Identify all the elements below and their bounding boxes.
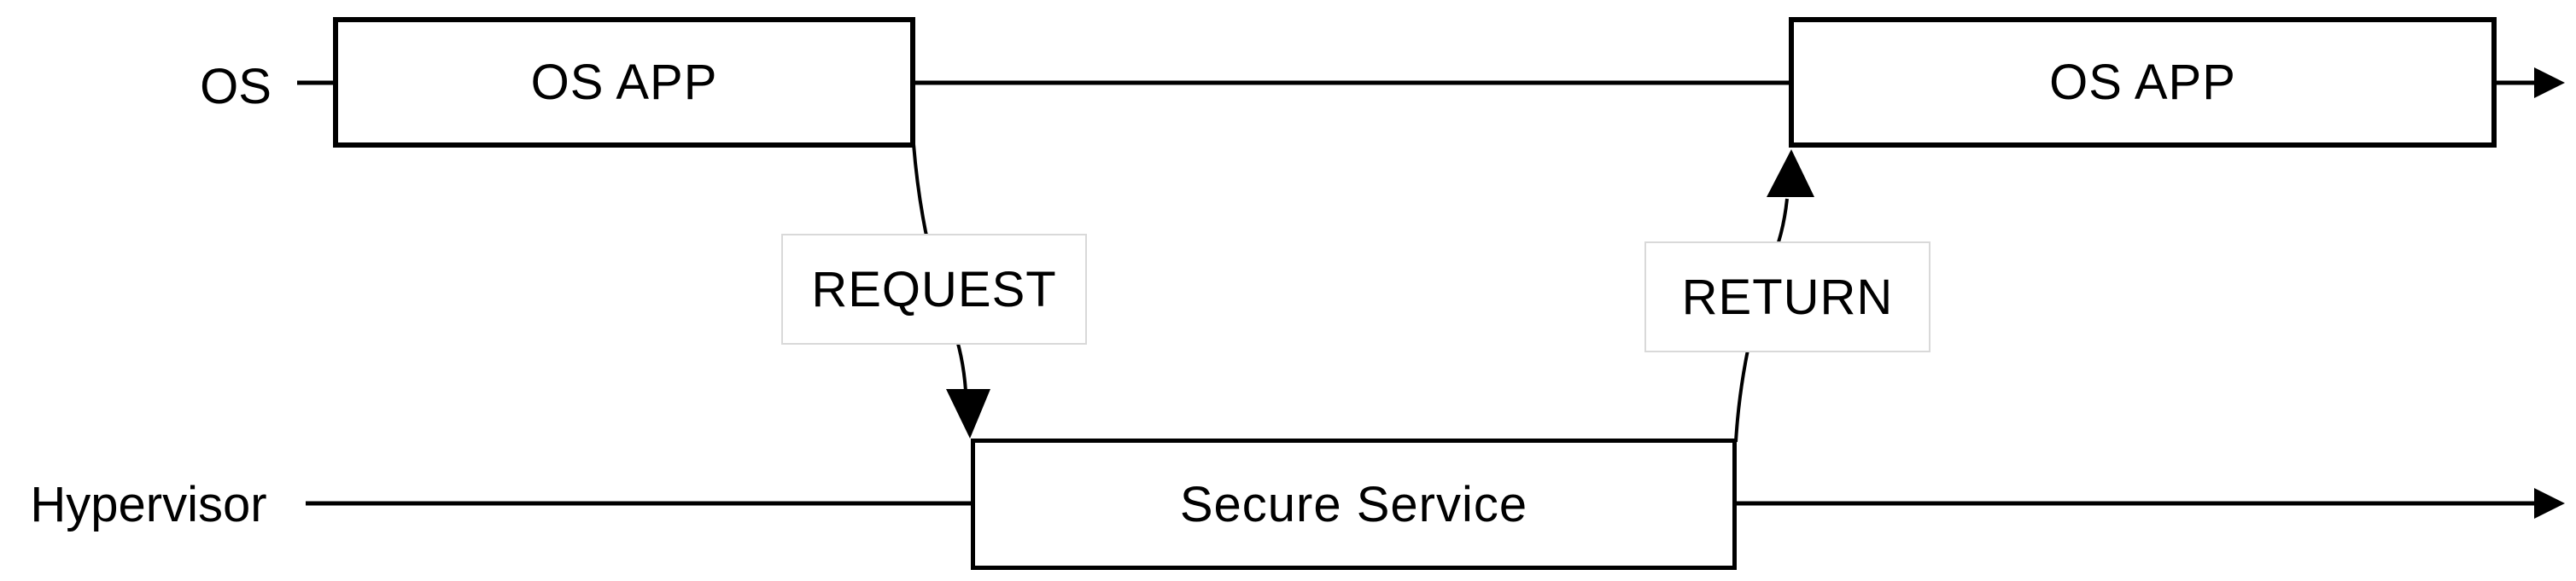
return-edge-arrowhead [1767, 149, 1814, 197]
lane-label-hypervisor: Hypervisor [30, 476, 267, 532]
node-os-app-right-label: OS APP [2049, 55, 2236, 110]
os-lifeline-arrowhead [2534, 67, 2565, 98]
request-edge-arrowhead [946, 389, 990, 439]
node-os-app-left-label: OS APP [530, 55, 718, 110]
return-edge-label: RETURN [1644, 241, 1931, 352]
node-os-app-left: OS APP [333, 17, 915, 148]
request-edge-label-text: REQUEST [811, 261, 1057, 317]
request-edge-label: REQUEST [781, 234, 1087, 345]
node-os-app-right: OS APP [1789, 17, 2497, 148]
return-edge-label-text: RETURN [1681, 269, 1894, 325]
lane-label-os: OS [200, 58, 272, 114]
hypervisor-lifeline-arrowhead [2534, 488, 2565, 519]
node-secure-service: Secure Service [971, 439, 1737, 570]
node-secure-service-label: Secure Service [1179, 476, 1528, 532]
